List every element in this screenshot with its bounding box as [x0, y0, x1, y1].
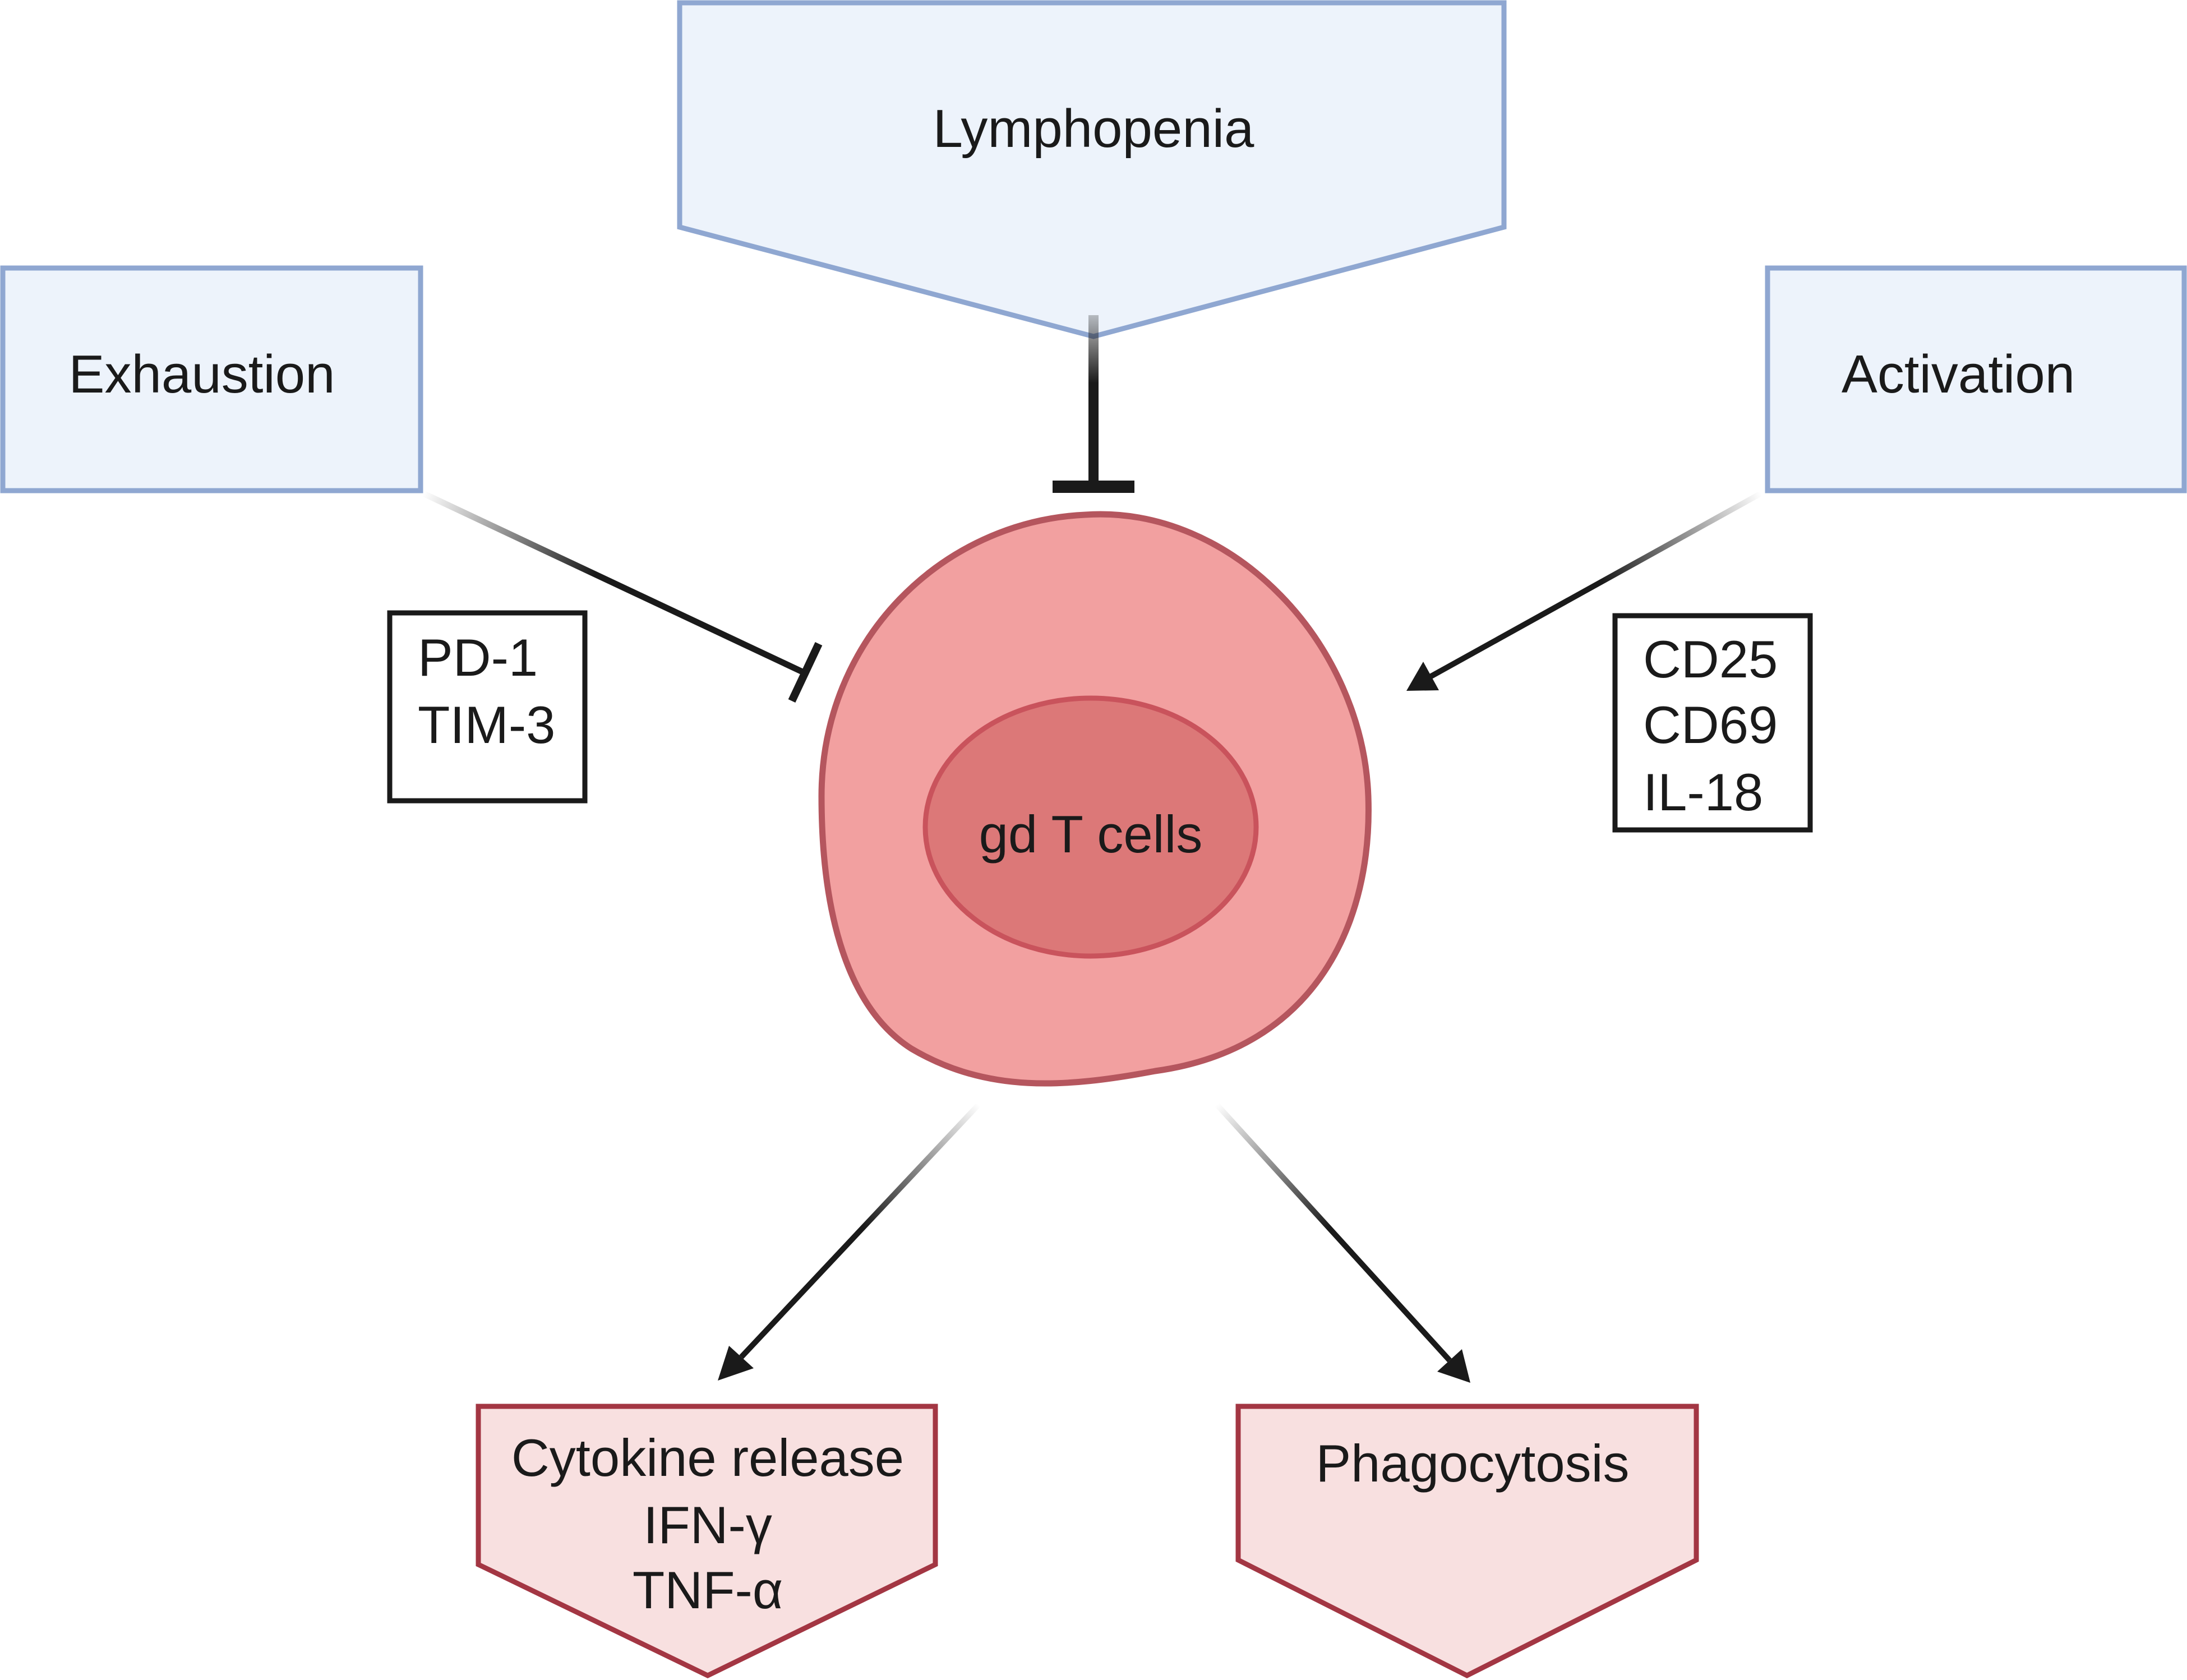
nucleus [922, 695, 1259, 959]
phagocytosis-box [1235, 1404, 1699, 1679]
exhaustion-marker: TIM-3 [418, 695, 555, 754]
activation-markers-box [1612, 613, 1813, 833]
activation-marker: CD25 [1643, 630, 1778, 689]
phagocytosis-arrow-line [1215, 1102, 1452, 1363]
exhaustion-inhibition-line [422, 491, 806, 676]
exhaustion-markers-box [387, 610, 588, 804]
activation-label: Activation [1842, 344, 2075, 404]
lymphopenia-box [677, 0, 1507, 339]
cytokine-arrowhead [718, 1346, 754, 1381]
activation-marker: CD69 [1643, 695, 1778, 754]
cytokine-release-box [476, 1404, 938, 1679]
cytokine-item: IFN-γ [643, 1496, 772, 1554]
activation-box [1765, 265, 2187, 493]
cytokine-arrow-line [739, 1102, 981, 1359]
phagocytosis-label: Phagocytosis [1316, 1434, 1629, 1493]
exhaustion-box [0, 265, 423, 493]
exhaustion-inhibition-bar [788, 642, 823, 703]
exhaustion-marker: PD-1 [418, 628, 538, 687]
activation-arrowhead [1406, 662, 1439, 691]
cytokine-release-label: Cytokine release [511, 1428, 904, 1487]
exhaustion-label: Exhaustion [69, 344, 335, 404]
activation-arrow-line [1429, 491, 1762, 679]
phagocytosis-arrowhead [1437, 1349, 1470, 1383]
activation-marker: IL-18 [1643, 763, 1763, 821]
lymphopenia-label: Lymphopenia [933, 99, 1254, 159]
cytokine-item: TNF-α [633, 1561, 783, 1619]
cell-label: gd T cells [979, 805, 1203, 864]
